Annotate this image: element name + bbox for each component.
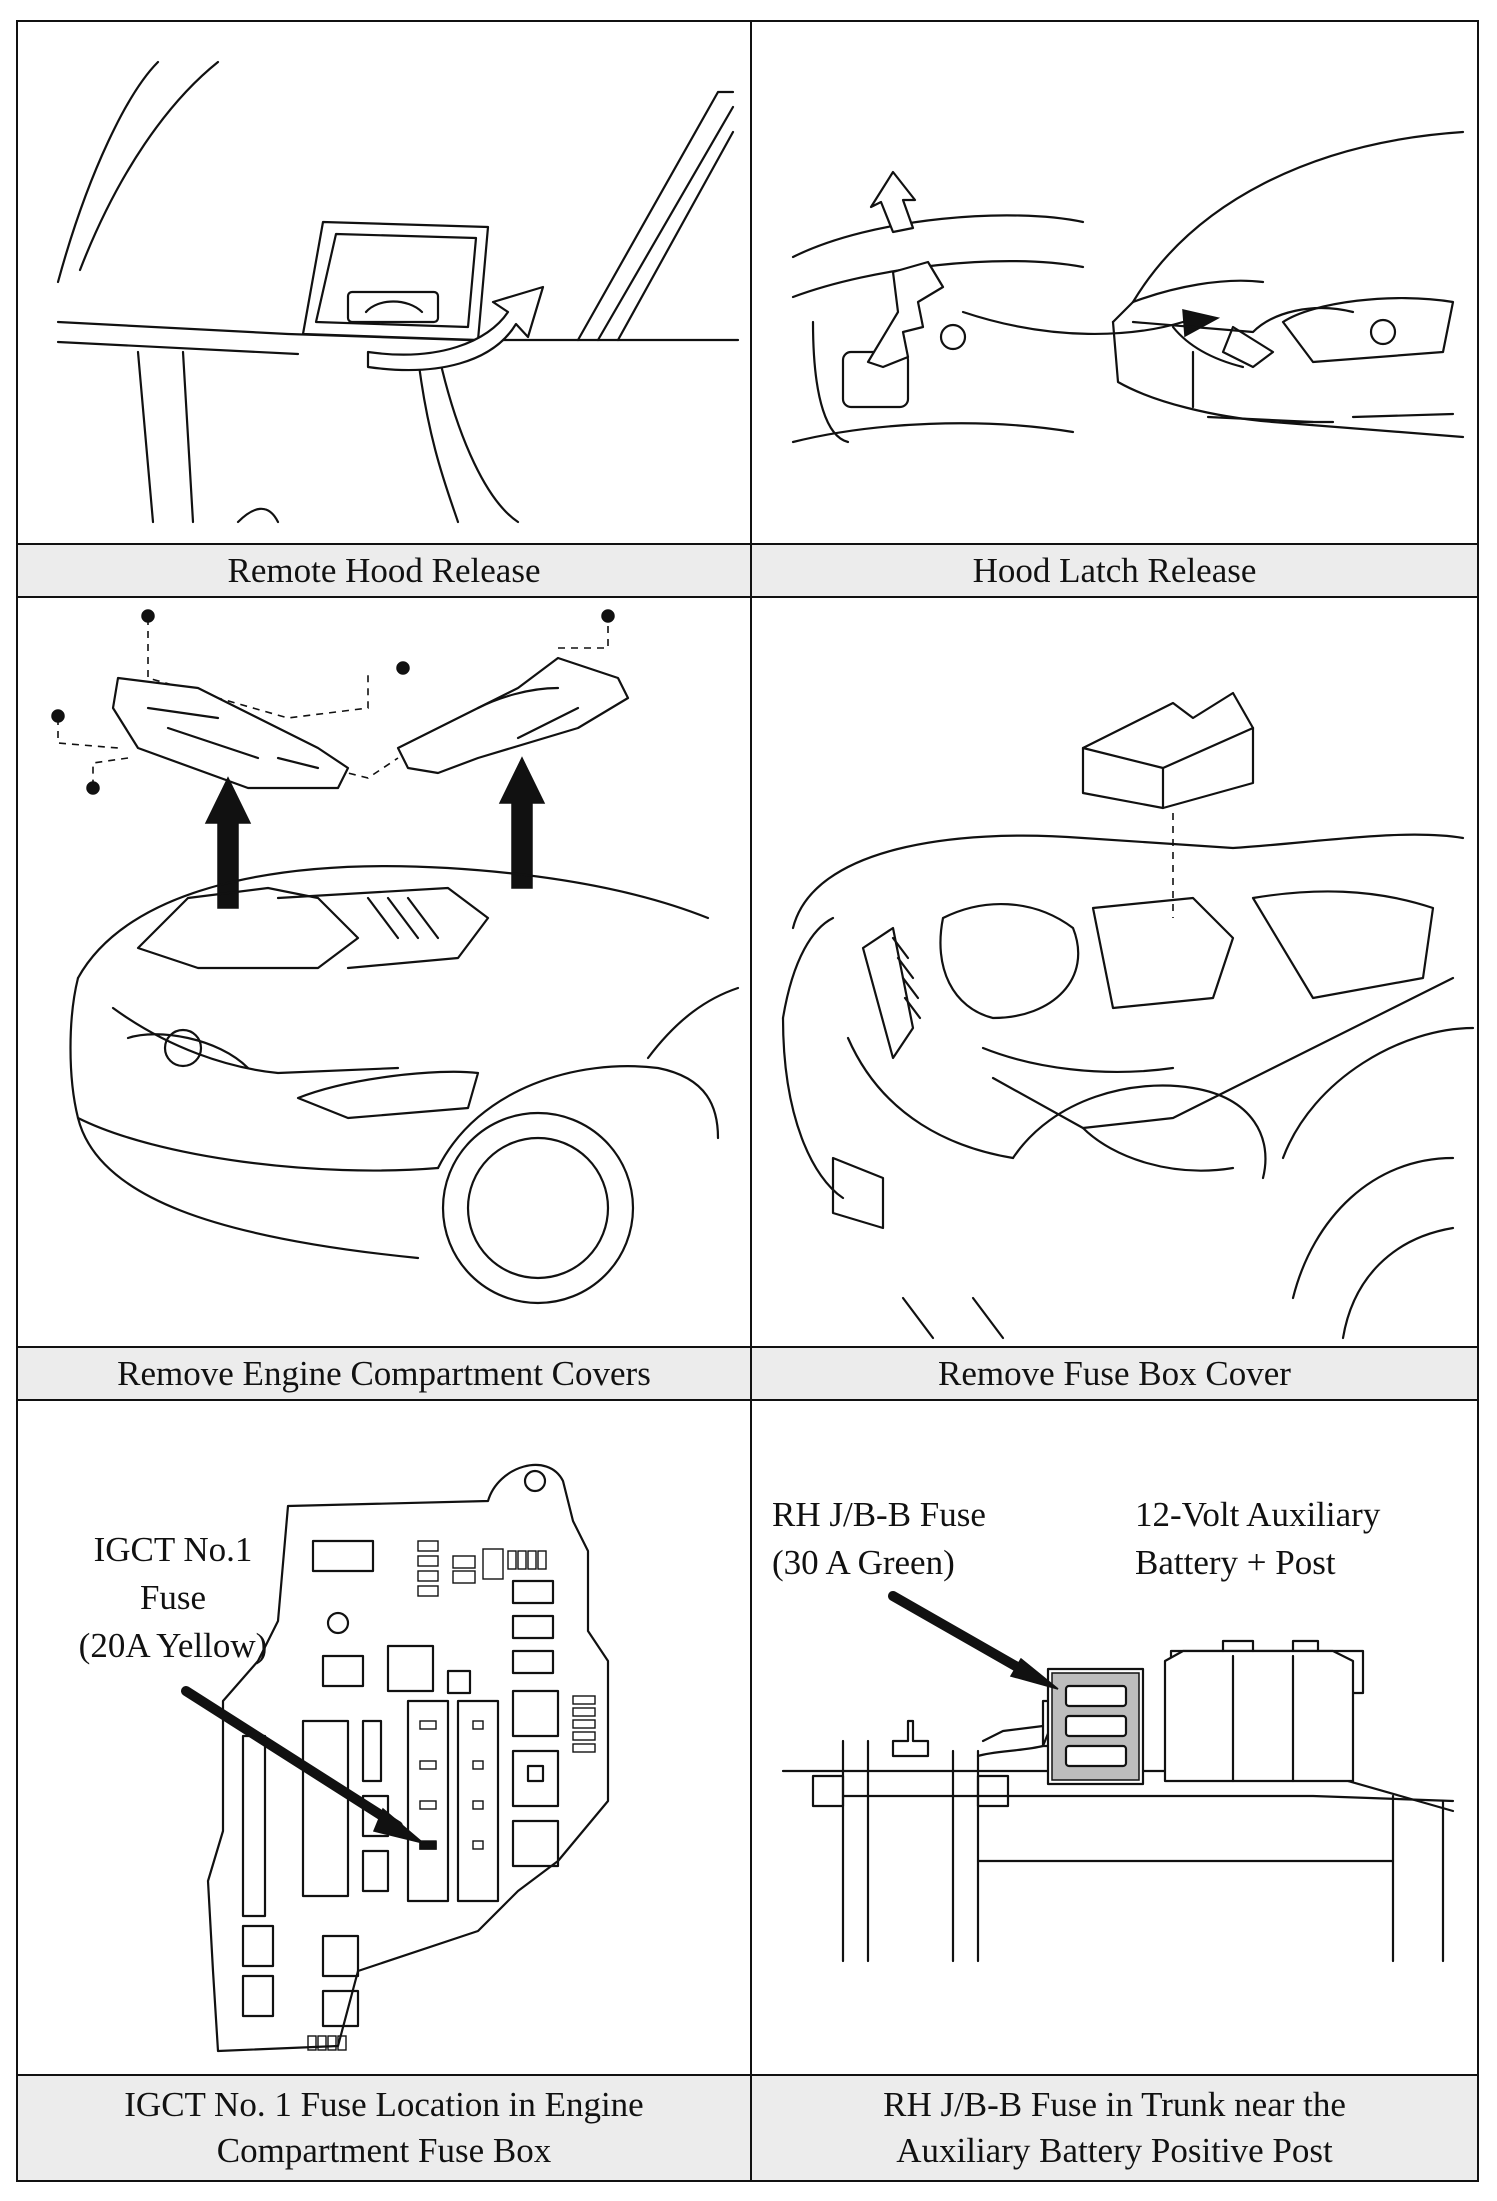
caption-rh-jbb-fuse-trunk: RH J/B-B Fuse in Trunk near the Auxiliar… xyxy=(752,2076,1477,2180)
rh-jbb-callout-line-2: (30 A Green) xyxy=(772,1543,955,1582)
engine-fuse-box-drawing xyxy=(181,1463,610,2053)
remote-hood-release-drawing xyxy=(56,60,740,524)
procedure-figure: Remote Hood Release Hood Latch Release xyxy=(16,20,1479,2182)
hood-latch-release-drawing xyxy=(791,130,1465,444)
hood-latch-release-illustration xyxy=(752,22,1477,545)
engine-covers-illustration xyxy=(18,598,752,1348)
caption-remove-engine-compartment-covers: Remove Engine Compartment Covers xyxy=(18,1348,752,1401)
caption-remote-hood-release: Remote Hood Release xyxy=(18,545,752,598)
rh-jbb-fuse-callout: RH J/B-B Fuse (30 A Green) xyxy=(772,1491,986,1587)
caption-rh-jbb-line-2: Auxiliary Battery Positive Post xyxy=(896,2131,1333,2170)
rh-jbb-callout-line-1: RH J/B-B Fuse xyxy=(772,1495,986,1534)
fuse-box-cover-drawing xyxy=(781,691,1475,1340)
caption-remove-fuse-box-cover: Remove Fuse Box Cover xyxy=(752,1348,1477,1401)
battery-callout-line-2: Battery + Post xyxy=(1135,1543,1336,1582)
caption-rh-jbb-line-1: RH J/B-B Fuse in Trunk near the xyxy=(883,2085,1346,2124)
auxiliary-battery-callout: 12-Volt Auxiliary Battery + Post xyxy=(1135,1491,1380,1587)
caption-igct-line-1: IGCT No. 1 Fuse Location in Engine xyxy=(124,2085,644,2124)
trunk-fuse-illustration: RH J/B-B Fuse (30 A Green) 12-Volt Auxil… xyxy=(752,1401,1477,2076)
fuse-box-cover-illustration xyxy=(752,598,1477,1348)
caption-igct-line-2: Compartment Fuse Box xyxy=(216,2131,552,2170)
igct-callout-line-1: IGCT No.1 xyxy=(93,1530,253,1569)
igct-callout-line-2: Fuse xyxy=(139,1578,207,1617)
igct-fuse-callout: IGCT No.1 Fuse (20A Yellow) xyxy=(48,1526,298,1670)
engine-fuse-box-illustration: IGCT No.1 Fuse (20A Yellow) xyxy=(18,1401,752,2076)
caption-hood-latch-release: Hood Latch Release xyxy=(752,545,1477,598)
caption-igct-fuse-location: IGCT No. 1 Fuse Location in Engine Compa… xyxy=(18,2076,752,2180)
engine-covers-drawing xyxy=(51,609,740,1305)
trunk-fuse-drawing xyxy=(781,1591,1455,1963)
igct-callout-line-3: (20A Yellow) xyxy=(78,1626,268,1665)
battery-callout-line-1: 12-Volt Auxiliary xyxy=(1135,1495,1381,1534)
remote-hood-release-illustration xyxy=(18,22,752,545)
